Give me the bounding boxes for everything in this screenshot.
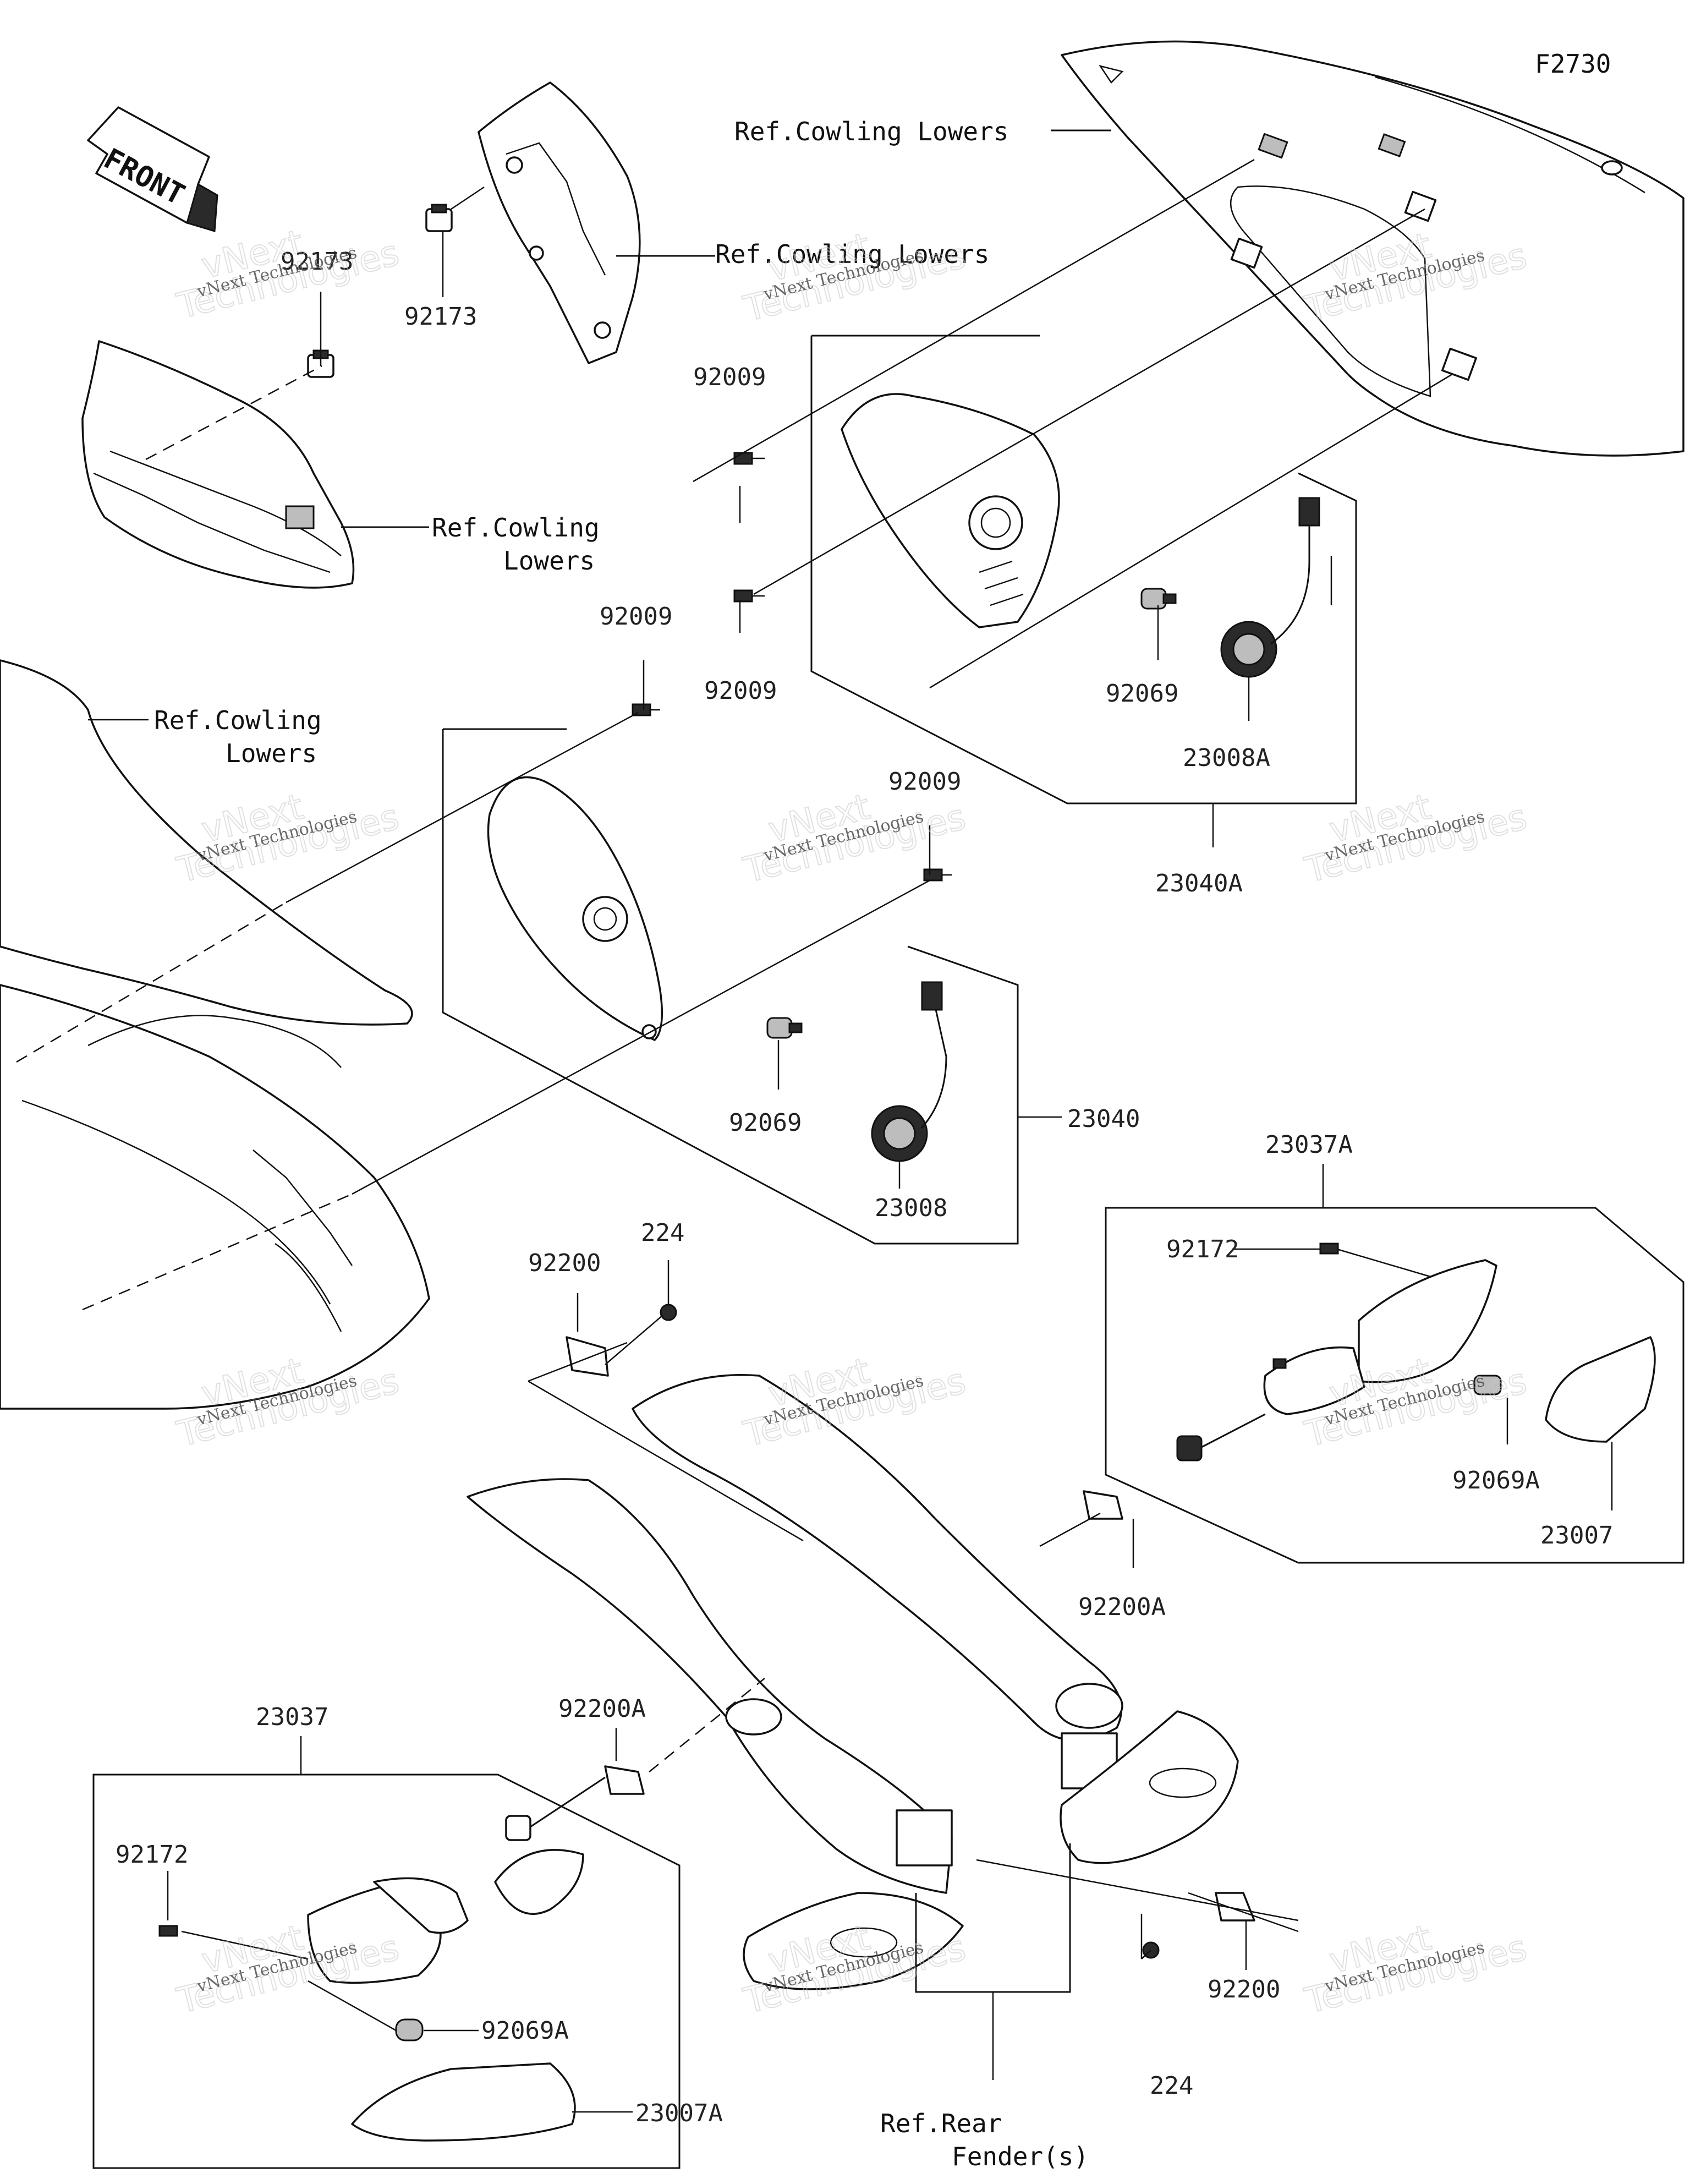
watermark-6: vNext Technologies vNext Technologies xyxy=(1301,786,1532,892)
part-23008: 23008 xyxy=(875,1194,947,1222)
washer-92200A-b-icon xyxy=(604,1765,645,1795)
screw-92009-b-icon xyxy=(733,589,765,603)
part-92200-a: 92200 xyxy=(528,1249,601,1277)
part-23040: 23040 xyxy=(1067,1105,1140,1133)
turn-signal-rear-left xyxy=(307,1776,606,2142)
part-92172-a: 92172 xyxy=(1166,1235,1239,1263)
clip-92200-a-icon xyxy=(566,1336,609,1377)
cowling-bracket-top xyxy=(478,81,641,364)
socket-23008A-icon xyxy=(1220,497,1320,678)
part-92009-c: 92009 xyxy=(600,603,672,631)
part-23040A: 23040A xyxy=(1155,869,1243,897)
clip-92200-b-icon xyxy=(1215,1892,1255,1922)
label-ref-cowling-lowers-big-1: Ref.Cowling xyxy=(154,705,322,735)
part-92173-a: 92173 xyxy=(281,248,353,276)
cowling-panel-top-right xyxy=(1061,40,1684,457)
turn-signal-rear-right xyxy=(1176,1259,1656,1462)
screw-92009-d-icon xyxy=(923,868,952,882)
figure-code: F2730 xyxy=(1535,49,1611,79)
part-92069-a: 92069 xyxy=(1106,680,1178,708)
bolt-224-a-icon xyxy=(660,1304,677,1321)
part-224-b: 224 xyxy=(1150,2072,1193,2100)
socket-23008-icon xyxy=(871,981,947,1162)
label-ref-cowling-lowers-big-2: Lowers xyxy=(226,738,317,768)
bulb-92069-middle-icon xyxy=(766,1017,803,1039)
group-box-23037A xyxy=(1105,1207,1684,1564)
washer-92200A-a-icon xyxy=(1083,1490,1123,1520)
label-ref-cowling-lowers-left-2: Lowers xyxy=(503,546,595,576)
label-ref-rear-fender-2: Fender(s) xyxy=(952,2142,1089,2171)
part-23037: 23037 xyxy=(256,1703,328,1731)
turn-signal-front-right xyxy=(841,393,1060,628)
group-box-23037 xyxy=(92,1774,681,2169)
label-ref-cowling-lowers-top: Ref.Cowling Lowers xyxy=(734,117,1009,146)
part-92200-b: 92200 xyxy=(1208,1975,1280,2004)
part-92009-b: 92009 xyxy=(704,677,777,705)
screw-92172-b-icon xyxy=(158,1925,178,1937)
part-92069A-b: 92069A xyxy=(481,2017,569,2045)
clip-92173-a-icon xyxy=(425,204,453,232)
part-23007A: 23007A xyxy=(635,2099,723,2127)
part-92200A-a: 92200A xyxy=(1078,1593,1166,1621)
part-92069-b: 92069 xyxy=(729,1109,802,1137)
part-92009-d: 92009 xyxy=(888,768,961,796)
rear-signal-bracket xyxy=(467,1374,1239,1990)
label-ref-cowling-lowers-left-1: Ref.Cowling xyxy=(432,513,600,543)
group-box-23040A xyxy=(810,336,1357,804)
group-box-23040 xyxy=(442,729,1019,1245)
part-23007: 23007 xyxy=(1540,1521,1613,1550)
bulb-92069-upper-icon xyxy=(1140,588,1177,610)
part-92009-a: 92009 xyxy=(693,363,766,391)
watermark-12: vNext Technologies vNext Technologies xyxy=(1301,1917,1532,2023)
front-arrow-icon: FRONT xyxy=(87,106,218,232)
label-ref-rear-fender-1: Ref.Rear xyxy=(880,2109,1002,2138)
cowling-left-upper xyxy=(81,340,355,589)
part-92200A-b: 92200A xyxy=(558,1695,646,1723)
watermark-4: vNext Technologies vNext Technologies xyxy=(173,786,404,892)
turn-signal-front-left xyxy=(487,776,663,1041)
part-92069A-a: 92069A xyxy=(1452,1466,1540,1495)
leader-lines xyxy=(16,129,1613,2113)
part-92172-b: 92172 xyxy=(116,1841,188,1869)
cowling-left-large xyxy=(0,659,430,1410)
label-ref-cowling-lowers-mid: Ref.Cowling Lowers xyxy=(715,239,990,269)
part-23008A: 23008A xyxy=(1183,744,1270,772)
part-224-a: 224 xyxy=(641,1219,684,1247)
part-23037A: 23037A xyxy=(1265,1131,1353,1159)
part-92173-b: 92173 xyxy=(404,303,477,331)
screw-92172-a-icon xyxy=(1319,1242,1339,1255)
